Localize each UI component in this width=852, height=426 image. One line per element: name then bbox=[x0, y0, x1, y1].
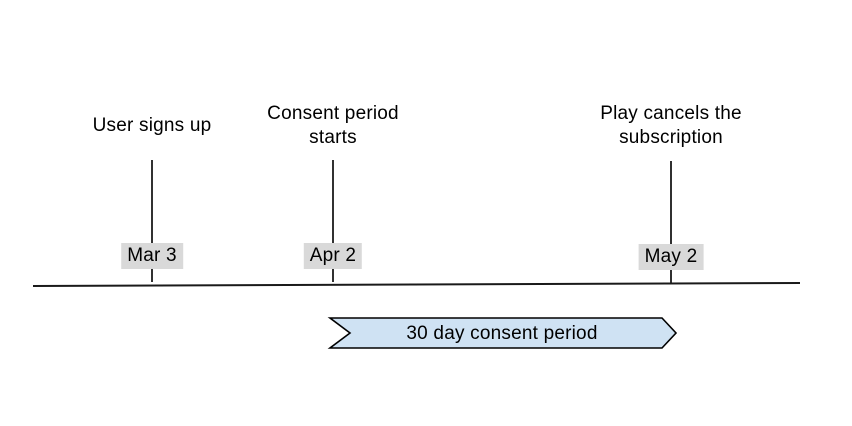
event-label-play-cancels-subscription: Play cancels the subscription bbox=[600, 103, 742, 148]
date-badge-mar-3: Mar 3 bbox=[121, 243, 183, 269]
date-badge-may-2: May 2 bbox=[638, 244, 704, 270]
date-badge-apr-2: Apr 2 bbox=[303, 243, 363, 269]
consent-period-label: 30 day consent period bbox=[406, 323, 598, 344]
event-label-user-signs-up: User signs up bbox=[92, 115, 212, 136]
timeline-axis-line bbox=[32, 282, 801, 287]
consent-period-arrow bbox=[327, 317, 678, 349]
event-label-consent-period-starts: Consent period starts bbox=[267, 103, 399, 148]
